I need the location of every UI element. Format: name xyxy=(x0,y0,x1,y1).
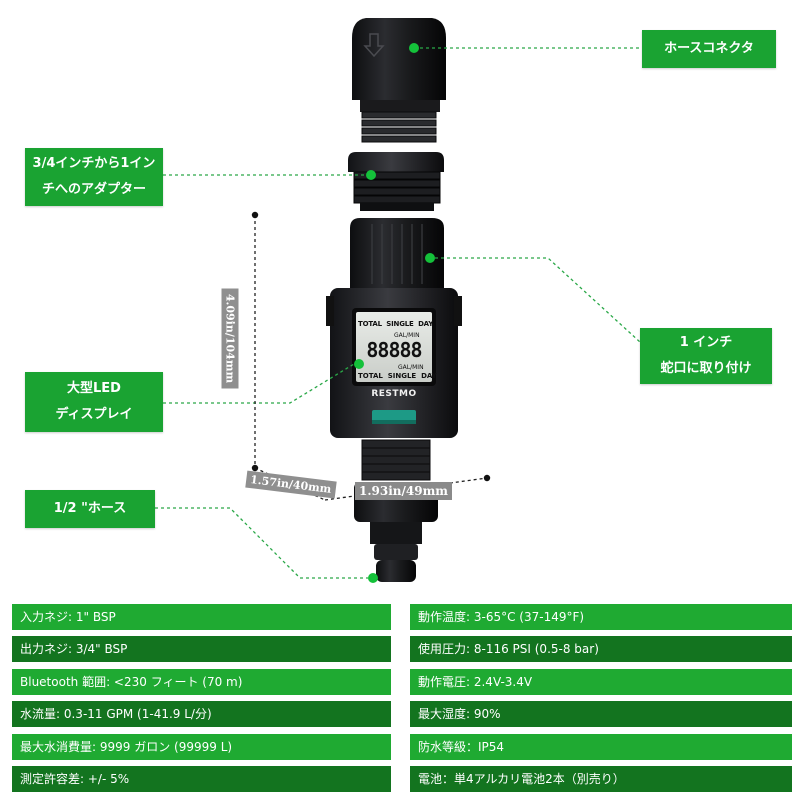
outlet-part xyxy=(354,439,438,583)
lcd-screen: TOTAL SINGLE DAY GAL/MIN 88888 GAL/MIN T… xyxy=(356,312,437,382)
meter-housing xyxy=(326,288,462,438)
spec-row: 動作温度: 3-65°C (37-149°F) xyxy=(410,604,792,630)
faucet-collar-part xyxy=(350,218,444,290)
spec-table: 入力ネジ: 1" BSP 出力ネジ: 3/4" BSP Bluetooth 範囲… xyxy=(12,604,792,794)
callout-half-inch-hose-label: 1/2 "ホース xyxy=(53,501,127,516)
callout-hose-connector-label: ホースコネクタ xyxy=(664,41,754,56)
callout-display-line1: 大型LED xyxy=(67,381,121,396)
spec-row: 防水等級：IP54 xyxy=(410,733,792,760)
dimension-height-label: 4.09in/104mm xyxy=(221,288,239,389)
lcd-unit-top: GAL/MIN xyxy=(394,332,420,339)
lcd-bottom-labels: TOTAL SINGLE DAY xyxy=(358,372,437,380)
spec-row: Bluetooth 範囲: <230 フィート (70 m) xyxy=(12,668,391,695)
callout-adapter-line2: チへのアダプター xyxy=(41,182,146,197)
spec-column-left: 入力ネジ: 1" BSP 出力ネジ: 3/4" BSP Bluetooth 範囲… xyxy=(12,604,391,798)
callout-faucet: 1 インチ 蛇口に取り付け xyxy=(640,328,772,384)
callout-faucet-line1: 1 インチ xyxy=(679,335,733,350)
spec-row: 入力ネジ: 1" BSP xyxy=(12,604,391,630)
adapter-part xyxy=(348,152,444,211)
lcd-digits: 88888 xyxy=(366,338,422,362)
lcd-top-labels: TOTAL SINGLE DAY xyxy=(358,320,434,328)
leader-lines xyxy=(155,47,642,579)
dimension-width-label: 1.93in/49mm xyxy=(355,482,452,500)
callout-hose-connector: ホースコネクタ xyxy=(642,30,776,68)
spec-row: 最大湿度: 90% xyxy=(410,701,792,728)
hose-connector-part xyxy=(352,18,446,143)
spec-column-right: 動作温度: 3-65°C (37-149°F) 使用圧力: 8-116 PSI … xyxy=(410,604,792,798)
product-diagram: TOTAL SINGLE DAY GAL/MIN 88888 GAL/MIN T… xyxy=(25,18,776,583)
callout-faucet-line2: 蛇口に取り付け xyxy=(660,361,752,376)
spec-row: 使用圧力: 8-116 PSI (0.5-8 bar) xyxy=(410,636,792,663)
lcd-unit-bottom: GAL/MIN xyxy=(398,364,424,371)
spec-row: 測定許容差: +/- 5% xyxy=(12,765,391,792)
spec-row: 出力ネジ: 3/4" BSP xyxy=(12,636,391,663)
callout-adapter-line1: 3/4インチから1イン xyxy=(32,156,156,171)
spec-row: 動作電圧: 2.4V-3.4V xyxy=(410,668,792,695)
brand-logo: RESTMO xyxy=(371,389,417,399)
callout-half-inch-hose: 1/2 "ホース xyxy=(25,490,155,528)
callout-adapter: 3/4インチから1イン チへのアダプター xyxy=(25,148,163,206)
spec-row: 最大水消費量: 9999 ガロン (99999 L) xyxy=(12,733,391,760)
callout-display: 大型LED ディスプレイ xyxy=(25,372,163,432)
callout-display-line2: ディスプレイ xyxy=(55,407,133,422)
spec-row: 水流量: 0.3-11 GPM (1-41.9 L/分) xyxy=(12,701,391,728)
spec-row: 電池：単4アルカリ電池2本（別売り） xyxy=(410,765,792,792)
